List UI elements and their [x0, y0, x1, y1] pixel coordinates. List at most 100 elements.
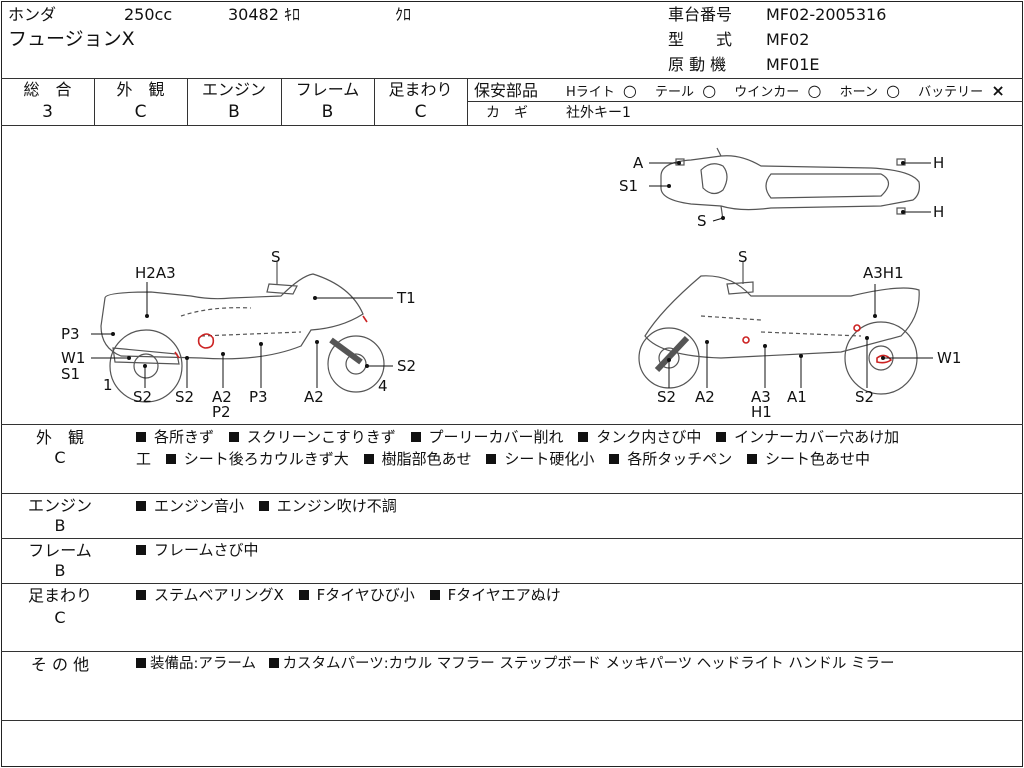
engine-label: 原 動 機 [668, 55, 727, 74]
bullet-icon [410, 432, 421, 442]
note-item: エンジン音小 [154, 497, 245, 515]
note-item: Fタイヤエアぬけ [447, 586, 561, 604]
maker: ホンダ [8, 5, 57, 24]
safety-item-mark: × [991, 81, 1005, 100]
note-item: シート色あせ中 [764, 450, 870, 468]
note-line: 装備品:アラーム カスタムパーツ:カウル マフラー ステップボード メッキパーツ… [136, 650, 905, 678]
divider [467, 101, 1023, 102]
grade-frame-label: フレーム [295, 80, 360, 99]
note-label: 外 観 [35, 428, 84, 447]
note-label: そ の 他 [30, 655, 90, 674]
note-line: 各所きず スクリーンこすりきず プーリーカバー削れ タンク内さび中 インナーカバ… [136, 423, 909, 451]
model-name: フュージョンX [8, 28, 135, 50]
diag-label: S2 [133, 388, 152, 406]
safety-item-mark: ○ [886, 81, 901, 100]
note-label: エンジン [27, 496, 92, 515]
diagram-labels: A S1 S H H S H2A3 T1 P3 W1 S1 1 S2 4 S2 … [61, 154, 961, 421]
diag-label: A3 [751, 388, 771, 406]
divider [1, 538, 1023, 539]
note-grade: C [54, 608, 66, 627]
bullet-icon [716, 432, 727, 442]
frame-no-label: 車台番号 [668, 5, 733, 24]
bullet-icon [136, 590, 146, 600]
safety-item-name: テール [655, 85, 695, 100]
mileage: 30482 ｷﾛ [228, 5, 300, 24]
diag-label: S2 [657, 388, 676, 406]
scooter-left-side-view [100, 262, 385, 403]
diag-label: A2 [695, 388, 715, 406]
note-item: インナーカバー穴あけ加 [734, 428, 900, 446]
diag-label: A2 [304, 388, 324, 406]
note-item: シート後ろカウルきず大 [183, 450, 349, 468]
damage-diagram: A S1 S H H S H2A3 T1 P3 W1 S1 1 S2 4 S2 … [61, 147, 961, 421]
diag-label: S1 [619, 177, 638, 195]
bullet-icon [136, 545, 146, 555]
diag-label: P3 [249, 388, 268, 406]
note-item: プーリーカバー削れ [428, 428, 564, 446]
diag-label: T1 [396, 289, 416, 307]
engine-model: MF01E [766, 55, 820, 74]
diag-label: H [933, 154, 944, 172]
note-grade: C [54, 448, 66, 467]
diag-label: H1 [751, 403, 772, 421]
safety-item-mark: ○ [622, 81, 637, 100]
note-item: 各所きず [154, 428, 215, 446]
key-value: 社外キー1 [566, 105, 631, 121]
note-line: ステムベアリングX Fタイヤひび小 Fタイヤエアぬけ [136, 581, 571, 609]
diag-label: H2A3 [135, 264, 176, 282]
divider [281, 78, 282, 125]
note-item: Fタイヤひび小 [316, 586, 415, 604]
diag-label: 1 [103, 376, 113, 394]
diag-label: S [738, 248, 748, 266]
grade-suspension-value: C [414, 102, 427, 122]
note-item: 工 [136, 450, 152, 468]
grade-overall-value: 3 [42, 102, 53, 122]
note-item: カスタムパーツ:カウル マフラー ステップボード メッキパーツ ヘッドライト ハ… [282, 656, 895, 672]
grade-exterior-value: C [134, 102, 147, 122]
diag-label: S2 [855, 388, 874, 406]
note-item: スクリーンこすりきず [246, 428, 396, 446]
bullet-icon [298, 590, 309, 600]
divider [187, 78, 188, 125]
divider [1, 78, 1023, 79]
leader-dots [111, 161, 905, 368]
safety-label: 保安部品 [474, 81, 539, 100]
note-line: 工 シート後ろカウルきず大 樹脂部色あせ シート硬化小 各所タッチペン シート色… [136, 445, 880, 473]
divider [467, 78, 468, 125]
scooter-right-side-view [638, 262, 920, 395]
note-item: 装備品:アラーム [150, 656, 256, 672]
divider [1, 720, 1023, 721]
note-item: ステムベアリングX [154, 586, 284, 604]
grade-engine-label: エンジン [201, 80, 266, 99]
note-label: フレーム [28, 541, 92, 560]
note-item: 樹脂部色あせ [381, 450, 472, 468]
bullet-icon [136, 658, 146, 668]
diag-label: S2 [175, 388, 194, 406]
bullet-icon [578, 432, 589, 442]
divider [1, 493, 1023, 494]
bullet-icon [136, 432, 146, 442]
leader-lines [91, 162, 933, 388]
diag-label: S2 [397, 357, 416, 375]
grade-frame-value: B [321, 102, 334, 122]
note-item: 各所タッチペン [627, 450, 733, 468]
note-label: 足まわり [27, 586, 92, 605]
bullet-icon [486, 454, 497, 464]
divider [1, 424, 1023, 425]
bullet-icon [746, 454, 757, 464]
divider [1, 125, 1023, 126]
note-grade: B [54, 561, 66, 580]
diag-label: S1 [61, 365, 80, 383]
diag-label: A2 [212, 388, 232, 406]
diag-label: H [933, 203, 944, 221]
diag-label: S [271, 248, 281, 266]
diag-label: S [697, 212, 707, 230]
bullet-icon [609, 454, 620, 464]
note-grade: B [54, 516, 66, 535]
safety-items: Hライト ○ テール ○ ウインカー ○ ホーン ○ バッテリー × [566, 81, 1005, 103]
grade-engine-value: B [228, 102, 240, 122]
note-item: シート硬化小 [504, 450, 595, 468]
bullet-icon [258, 501, 269, 511]
grade-exterior-label: 外 観 [116, 80, 165, 99]
